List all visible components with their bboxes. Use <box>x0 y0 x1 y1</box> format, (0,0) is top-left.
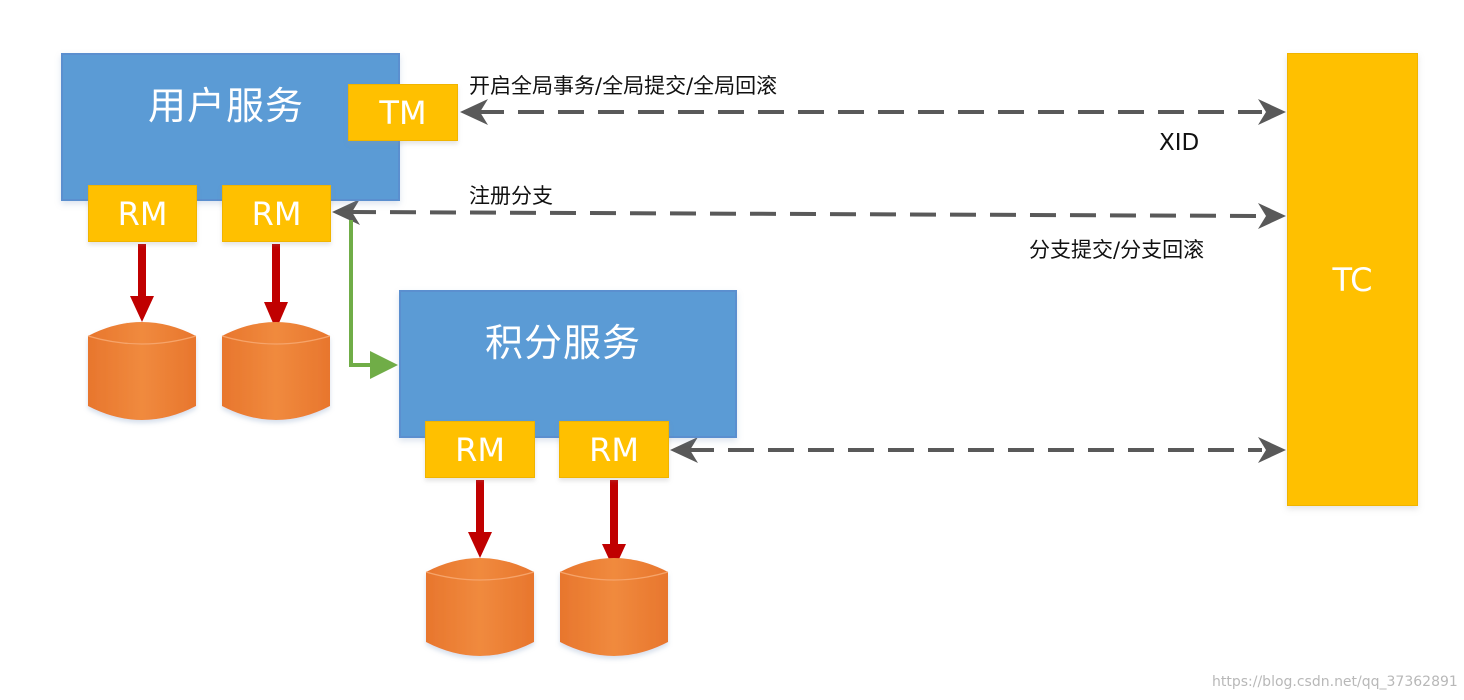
user-service-title: 用户服务 <box>148 84 305 128</box>
rm-db-arrow <box>264 244 288 330</box>
database-icon <box>559 558 669 656</box>
tc-box: TC <box>1287 53 1418 506</box>
user-rm-box: RM <box>222 185 331 242</box>
rm-db-arrow <box>602 480 626 570</box>
tm-tc-arrow <box>460 99 1286 125</box>
user-rm-box: RM <box>88 185 197 242</box>
tm-tc-label: 开启全局事务/全局提交/全局回滚 <box>469 74 778 98</box>
rm-db-arrow <box>130 244 154 322</box>
points-rm-tc-arrow <box>670 437 1286 463</box>
points-rm-box: RM <box>425 421 535 478</box>
points-rm-box: RM <box>559 421 669 478</box>
database-icon <box>221 322 331 420</box>
points-service-box: 积分服务 <box>399 290 737 438</box>
user-rm-tc-arrow <box>332 199 1286 229</box>
xid-label: XID <box>1159 130 1200 156</box>
tm-box: TM <box>348 84 458 141</box>
watermark: https://blog.csdn.net/qq_37362891 <box>1212 674 1458 690</box>
service-call-arrow <box>349 220 398 379</box>
rm-db-arrow <box>468 480 492 558</box>
database-icon <box>425 558 535 656</box>
database-icon <box>87 322 197 420</box>
user-service-box: 用户服务 <box>61 53 400 201</box>
points-service-title: 积分服务 <box>485 321 642 365</box>
register-branch-label: 注册分支 <box>469 184 553 208</box>
branch-commit-label: 分支提交/分支回滚 <box>1029 238 1205 262</box>
